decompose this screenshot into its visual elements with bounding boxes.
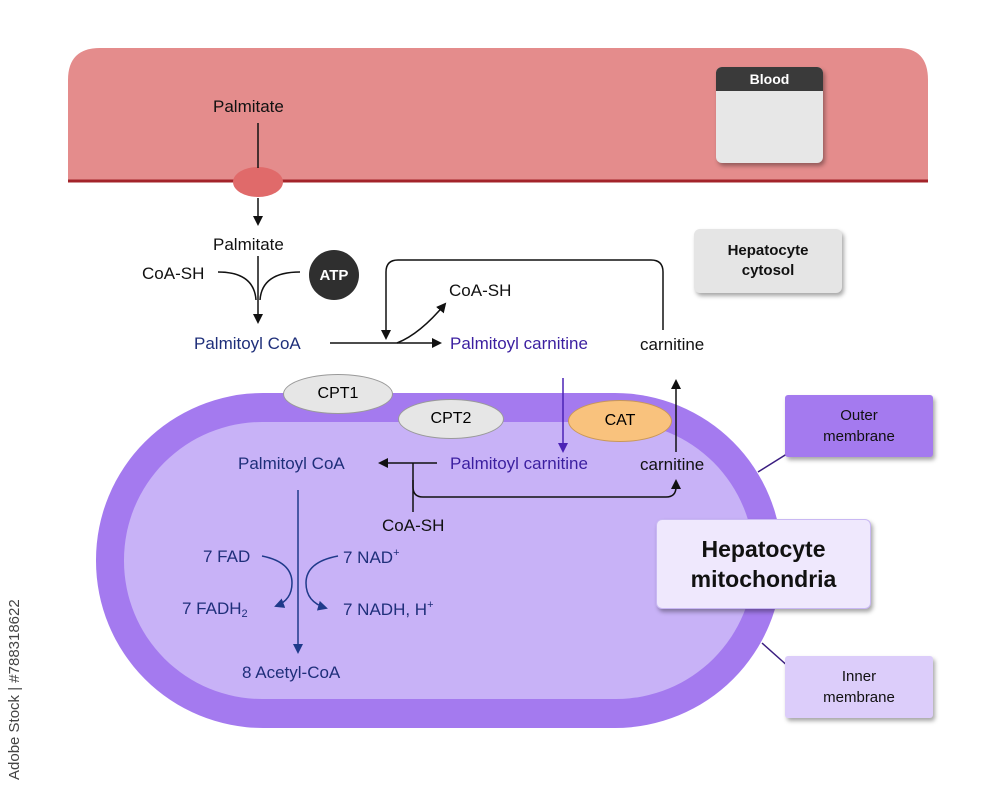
cpt2-enzyme: CPT2 [398, 399, 504, 439]
atp-label: ATP [319, 266, 349, 284]
cat-label: CAT [604, 412, 636, 429]
nadh-base: 7 NADH, H [343, 600, 428, 619]
coa-sh-released-label: CoA-SH [449, 281, 512, 300]
atp-badge: ATP [309, 250, 359, 300]
stock-watermark: Adobe Stock | #788318622 [6, 599, 23, 780]
cytosol-palmitate-label: Palmitate [213, 235, 284, 254]
outer-membrane-legend: Outer membrane [785, 395, 933, 457]
cpt1-label: CPT1 [317, 385, 359, 402]
blood-compartment [68, 48, 928, 182]
cat-transporter: CAT [568, 400, 672, 442]
inner-membrane-label: Inner membrane [823, 668, 895, 706]
cpt2-label: CPT2 [430, 410, 472, 427]
fadh2-base: 7 FADH [182, 599, 242, 618]
nad-label: 7 NAD+ [343, 547, 400, 567]
mito-carnitine-label: carnitine [640, 455, 705, 474]
blood-label: Blood [716, 67, 823, 91]
blood-legend-card: Blood [716, 67, 823, 163]
mito-palmitoyl-carnitine-label: Palmitoyl carnitine [450, 454, 588, 473]
fatty-acid-transporter [233, 167, 283, 197]
cytosol-palmitoyl-carnitine-label: Palmitoyl carnitine [450, 334, 588, 353]
acetyl-coa-label: 8 Acetyl-CoA [242, 663, 341, 682]
fadh2-label: 7 FADH2 [182, 600, 248, 620]
mitochondrion-inner-membrane [124, 422, 754, 699]
mitochondria-label: Hepatocyte mitochondria [690, 536, 837, 592]
nad-superscript: + [393, 547, 400, 559]
fad-label: 7 FAD [203, 547, 251, 566]
cpt1-enzyme: CPT1 [283, 374, 393, 414]
mitochondria-label-card: Hepatocyte mitochondria [656, 519, 871, 609]
cytosol-palmitoyl-coa-label: Palmitoyl CoA [194, 334, 301, 353]
blood-palmitate-label: Palmitate [213, 97, 284, 116]
outer-membrane-label: Outer membrane [823, 407, 895, 445]
nad-base: 7 NAD [343, 548, 394, 567]
fadh2-subscript: 2 [241, 608, 248, 620]
inner-membrane-legend: Inner membrane [785, 656, 933, 718]
cytosol-carnitine-label: carnitine [640, 335, 705, 354]
mito-palmitoyl-coa-label: Palmitoyl CoA [238, 454, 345, 473]
nadh-label: 7 NADH, H+ [343, 599, 434, 619]
coa-sh-input-label: CoA-SH [142, 264, 205, 283]
cytosol-label-card: Hepatocyte cytosol [694, 229, 842, 293]
mito-coa-sh-label: CoA-SH [382, 516, 445, 535]
nadh-superscript: + [427, 599, 434, 611]
cytosol-label: Hepatocyte cytosol [727, 242, 809, 279]
